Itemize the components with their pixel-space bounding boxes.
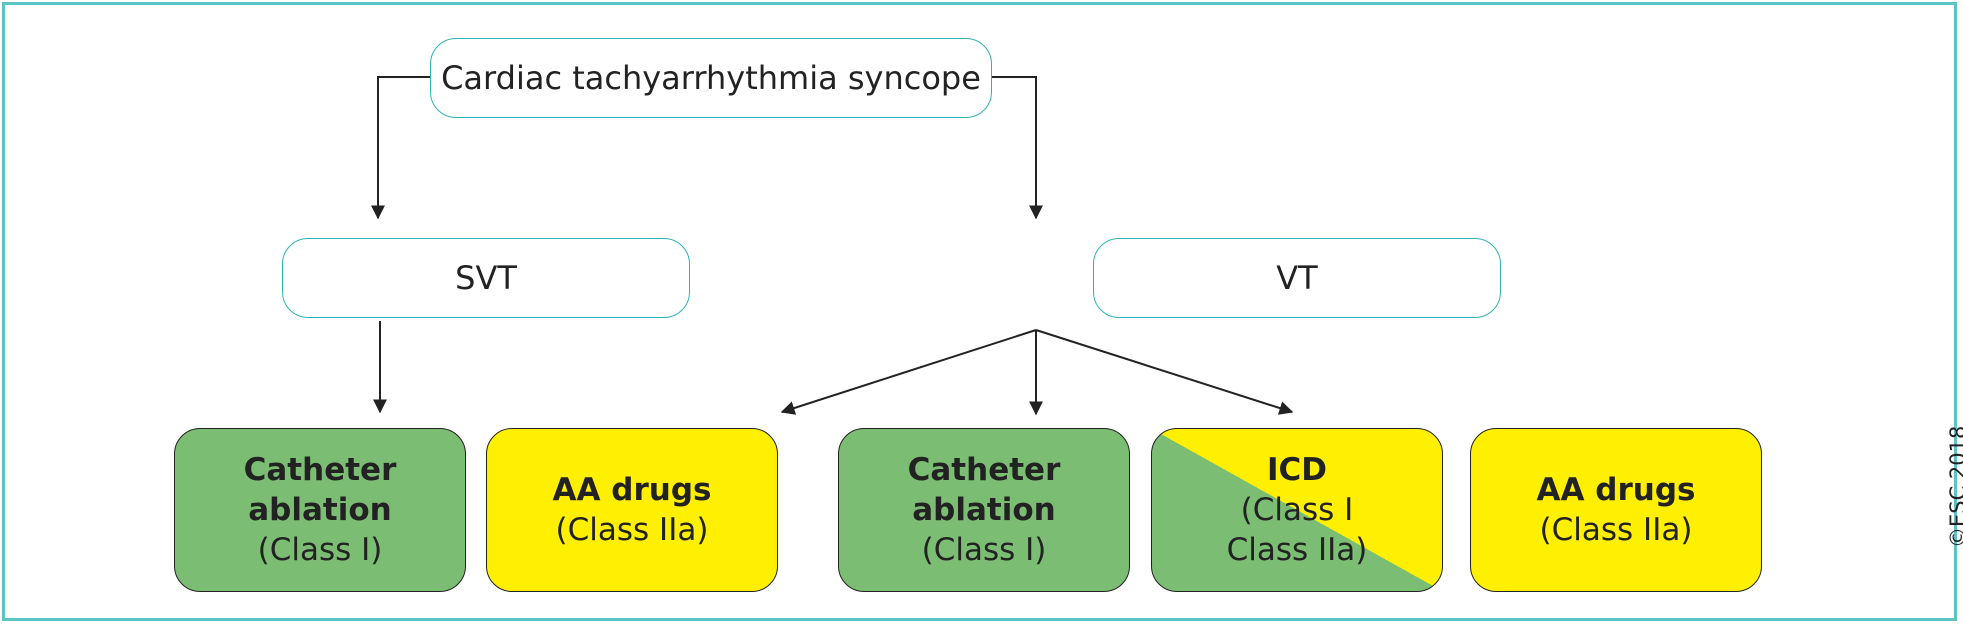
svt-node: SVT xyxy=(282,238,690,318)
svt-catheter-line1: Catheter xyxy=(243,452,397,488)
vt-icd-class-line2: (Class I xyxy=(1240,492,1354,528)
vt-catheter-line2: ablation xyxy=(912,492,1056,528)
vt-aa-drugs-class: (Class IIa) xyxy=(1539,512,1693,548)
vt-label: VT xyxy=(1276,259,1318,297)
vt-catheter-ablation-box: Catheter ablation (Class I) xyxy=(838,428,1130,592)
arrow-root-to-svt xyxy=(371,76,432,220)
svt-catheter-class: (Class I) xyxy=(257,532,383,568)
svt-label: SVT xyxy=(455,259,517,297)
svt-aa-drugs-line1: AA drugs xyxy=(552,472,712,508)
svt-catheter-line2: ablation xyxy=(248,492,392,528)
vt-icd-box: ICD (Class I Class IIa) xyxy=(1151,428,1443,592)
vt-catheter-line1: Catheter xyxy=(907,452,1061,488)
arrow-vt-to-catheter xyxy=(780,329,1037,415)
vt-icd-class-line3: Class IIa) xyxy=(1226,532,1368,568)
root-label: Cardiac tachyarrhythmia syncope xyxy=(441,59,981,97)
root-node: Cardiac tachyarrhythmia syncope xyxy=(430,38,992,118)
vt-catheter-class: (Class I) xyxy=(921,532,1047,568)
arrow-root-to-vt xyxy=(990,76,1043,220)
vt-aa-drugs-box: AA drugs (Class IIa) xyxy=(1470,428,1762,592)
vt-aa-drugs-line1: AA drugs xyxy=(1536,472,1696,508)
vt-node: VT xyxy=(1093,238,1501,318)
svt-aa-drugs-box: AA drugs (Class IIa) xyxy=(486,428,778,592)
arrow-vt-to-aa-drugs xyxy=(1035,329,1294,415)
svt-aa-drugs-class: (Class IIa) xyxy=(555,512,709,548)
vt-icd-line1: ICD xyxy=(1266,452,1328,488)
copyright-label: ©ESC 2018 xyxy=(1946,425,1963,548)
svt-catheter-ablation-box: Catheter ablation (Class I) xyxy=(174,428,466,592)
